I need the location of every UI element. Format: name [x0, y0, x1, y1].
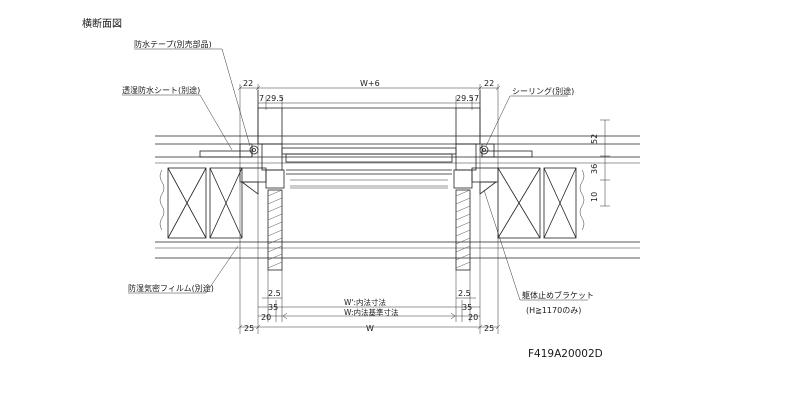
- dim-right-20: 20: [468, 313, 478, 322]
- dim-right-25: 25: [484, 324, 494, 333]
- dim-left-35: 35: [268, 303, 278, 312]
- dim-right-35: 35: [462, 303, 472, 312]
- dim-top-left: 22: [243, 79, 253, 88]
- dim-left-2-5: 2.5: [268, 289, 281, 298]
- callout-vapor-film: 防湿気密フィルム(別途): [128, 283, 214, 293]
- dimension-labels: 22 W+6 22 7 29.5 29.5 7 52 36 10 2.5 2.5…: [243, 79, 599, 333]
- drawing-title: 横断面図: [82, 17, 122, 30]
- dim-w-prime: W':内法寸法: [344, 297, 387, 307]
- dim-right-2-5: 2.5: [458, 289, 471, 298]
- drawing-code: F419A20002D: [528, 348, 603, 360]
- dim-w-total: W: [366, 324, 374, 333]
- dimension-lines: [237, 85, 610, 330]
- callout-sealing: シーリング(別途): [512, 86, 574, 96]
- dim-top-center: W+6: [360, 79, 380, 88]
- dim-right-10: 10: [590, 192, 599, 202]
- window-frame: [239, 90, 499, 195]
- callout-waterproof-tape: 防水テープ(別売部品): [134, 39, 212, 49]
- callouts: 防水テープ(別売部品) 透湿防水シート(別途) シーリング(別途) 防湿気密フィ…: [122, 39, 594, 315]
- callout-bracket: 躯体止めブラケット: [522, 290, 594, 300]
- callout-moisture-sheet: 透湿防水シート(別途): [122, 85, 200, 95]
- callout-bracket-note: (H≧1170のみ): [526, 306, 581, 315]
- dim-right-29-5: 29.5: [456, 94, 474, 103]
- dim-right-52: 52: [590, 134, 599, 144]
- dim-left-20: 20: [261, 313, 271, 322]
- dim-w-inner: W:内法基準寸法: [344, 307, 399, 317]
- dim-right-36: 36: [590, 164, 599, 174]
- dim-right-7: 7: [474, 94, 479, 103]
- dim-left-25: 25: [244, 324, 254, 333]
- dim-left-7: 7: [259, 94, 264, 103]
- extension-lines: [239, 84, 499, 334]
- dim-left-29-5: 29.5: [266, 94, 284, 103]
- insulation-right: [497, 167, 585, 239]
- inner-casing: [267, 189, 471, 271]
- dim-top-right: 22: [484, 79, 494, 88]
- insulation-left: [159, 167, 243, 239]
